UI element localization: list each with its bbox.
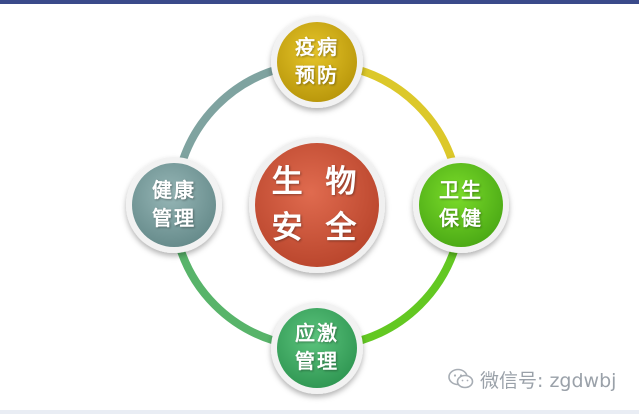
node-top-label-line1: 疫病 [295, 35, 339, 59]
node-bottom-label-line2: 管理 [295, 349, 339, 373]
center-label-line1: 生 物 [271, 164, 363, 200]
node-bottom-label: 应激 管理 [277, 319, 357, 375]
node-right-label-line1: 卫生 [439, 178, 483, 202]
watermark-text: 微信号: zgdwbj [480, 369, 617, 392]
arc-top-right [348, 64, 459, 174]
node-top-label-line2: 预防 [295, 63, 339, 87]
node-top-label: 疫病 预防 [277, 33, 357, 89]
node-right-label: 卫生 保健 [421, 176, 501, 232]
center-label-line2: 安 全 [271, 210, 363, 246]
arc-right-bottom [358, 244, 459, 344]
node-bottom-circle [277, 308, 357, 388]
wechat-icon [448, 368, 474, 389]
node-left-label-line1: 健康 [152, 178, 196, 202]
arc-bottom-left [176, 244, 276, 344]
window-bottom-border [0, 410, 639, 414]
window-top-border [0, 0, 639, 4]
node-top-circle [277, 22, 357, 102]
node-right-circle [419, 163, 503, 247]
center-circle-fill [255, 143, 379, 267]
watermark: 微信号: zgdwbj [448, 366, 616, 392]
center-label: 生 物 安 全 [252, 159, 382, 251]
node-left-label: 健康 管理 [134, 176, 214, 232]
node-left-label-line2: 管理 [152, 206, 196, 230]
node-right-label-line2: 保健 [439, 206, 483, 230]
node-bottom-label-line1: 应激 [295, 321, 339, 345]
arc-left-top [176, 64, 286, 174]
node-left-circle [132, 163, 216, 247]
